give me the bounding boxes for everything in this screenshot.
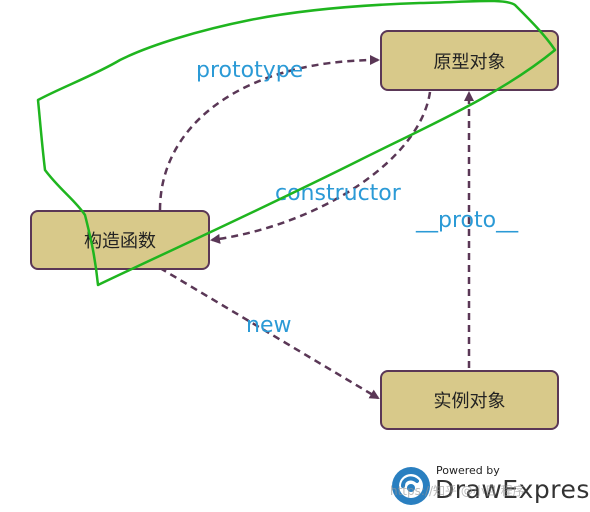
edge-constructor-arrow xyxy=(210,91,432,244)
watermark-powered-by: Powered by xyxy=(436,464,500,477)
node-prototype-object-label: 原型对象 xyxy=(433,51,506,73)
edge-label-constructor: constructor xyxy=(275,181,401,206)
edge-label-prototype: prototype xyxy=(196,58,304,83)
node-constructor-function-label: 构造函数 xyxy=(84,231,156,252)
node-instance-object[interactable]: 实例对象 xyxy=(380,370,559,430)
edge-label-proto: __proto__ xyxy=(416,208,519,233)
watermark-brand: DrawExpress xyxy=(435,475,590,504)
watermark-overlay-text: https://知乎 @小目 程序 xyxy=(390,484,525,498)
edge-new-arrow xyxy=(159,266,380,400)
node-instance-object-label: 实例对象 xyxy=(433,391,506,412)
drawexpress-logo-icon xyxy=(392,467,430,505)
node-constructor-function[interactable]: 构造函数 xyxy=(30,210,210,270)
node-prototype-object[interactable]: 原型对象 xyxy=(380,30,559,91)
edge-label-new: new xyxy=(246,313,292,338)
drawexpress-watermark: Powered by DrawExpress https://知乎 @小目 程序 xyxy=(390,462,590,508)
